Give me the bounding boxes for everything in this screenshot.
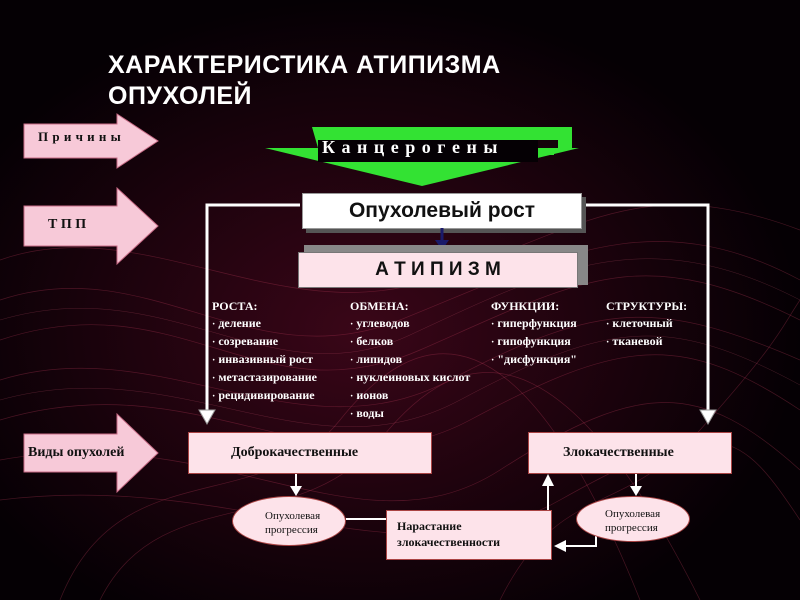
- function-header: ФУНКЦИИ:: [491, 299, 560, 313]
- atypism-label: А Т И П И З М: [375, 259, 501, 280]
- structure-header: СТРУКТУРЫ:: [606, 299, 688, 313]
- growth-header: РОСТА:: [212, 299, 258, 313]
- tumor-types-arrow: [23, 412, 159, 494]
- list-item: клеточный: [606, 315, 687, 333]
- carcinogens-label: К а н ц е р о г е н ы: [322, 137, 499, 157]
- list-item: "дисфункция": [491, 351, 577, 369]
- carcinogens-label-bg: [318, 140, 538, 162]
- progression-left-label: Опухолевая прогрессия: [265, 510, 321, 536]
- list-item: созревание: [212, 333, 317, 351]
- malignant-box: Злокачественные: [528, 432, 732, 474]
- list-item: нуклеиновых кислот: [350, 369, 470, 387]
- tpp-arrow: [23, 186, 159, 266]
- list-item: тканевой: [606, 333, 687, 351]
- causes-label: П р и ч и н ы: [38, 129, 122, 144]
- tumor-types-label: Виды опухолей: [28, 445, 125, 460]
- list-item: белков: [350, 333, 470, 351]
- list-item: гиперфункция: [491, 315, 577, 333]
- malignancy-growth-label: Нарастание злокачественности: [397, 519, 501, 549]
- list-item: инвазивный рост: [212, 351, 317, 369]
- progression-left-ellipse: Опухолевая прогрессия: [232, 496, 346, 546]
- metabolism-column: ОБМЕНА: углеводов белков липидов нуклеин…: [350, 298, 470, 423]
- list-item: деление: [212, 315, 317, 333]
- causes-arrow: [23, 113, 159, 169]
- slide-title: ХАРАКТЕРИСТИКА АТИПИЗМА ОПУХОЛЕЙ: [108, 51, 501, 110]
- list-item: углеводов: [350, 315, 470, 333]
- list-item: гипофункция: [491, 333, 577, 351]
- malignant-label: Злокачественные: [563, 445, 674, 460]
- function-column: ФУНКЦИИ: гиперфункция гипофункция "дисфу…: [491, 298, 577, 369]
- tpp-label: Т П П: [48, 217, 87, 232]
- list-item: метастазирование: [212, 369, 317, 387]
- atypism-box: А Т И П И З М: [298, 252, 578, 288]
- tumor-growth-label: Опухолевый рост: [348, 199, 536, 222]
- progression-right-label: Опухолевая прогрессия: [605, 508, 661, 534]
- growth-column: РОСТА: деление созревание инвазивный рос…: [212, 298, 317, 405]
- list-item: рецидивирование: [212, 387, 317, 405]
- list-item: ионов: [350, 387, 470, 405]
- list-item: липидов: [350, 351, 470, 369]
- benign-box: Доброкачественные: [188, 432, 432, 474]
- benign-label: Доброкачественные: [231, 445, 359, 460]
- structure-column: СТРУКТУРЫ: клеточный тканевой: [606, 298, 687, 351]
- metabolism-header: ОБМЕНА:: [350, 299, 409, 313]
- tumor-growth-box: Опухолевый рост: [302, 193, 582, 229]
- progression-right-ellipse: Опухолевая прогрессия: [576, 496, 690, 542]
- list-item: воды: [350, 405, 470, 423]
- malignancy-growth-box: Нарастание злокачественности: [386, 510, 552, 560]
